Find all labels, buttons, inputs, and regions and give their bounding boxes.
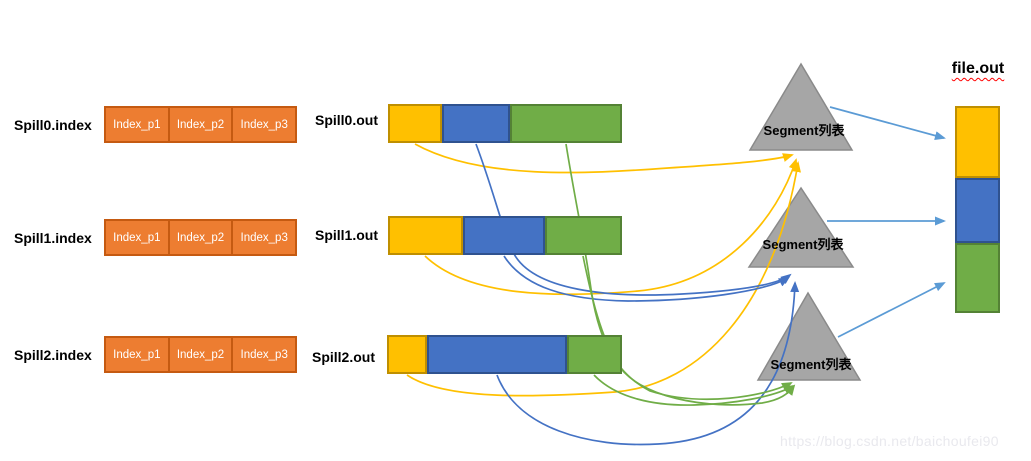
spill0-out-label: Spill0.out xyxy=(315,112,378,128)
index-cell-p1: Index_p1 xyxy=(113,348,161,361)
spill2-p1-curve xyxy=(406,161,801,397)
index-cell-p3: Index_p3 xyxy=(231,338,295,371)
spill1-out-bar xyxy=(388,216,622,255)
partition2-segment xyxy=(427,335,567,374)
file-out-partition2 xyxy=(955,178,1000,243)
spill2-index-label: Spill2.index xyxy=(14,347,92,363)
spill2-index-box: Index_p1 Index_p2 Index_p3 xyxy=(104,336,297,373)
merge-arrow-1 xyxy=(829,106,946,140)
segment-list-triangle-3 xyxy=(756,291,862,381)
spill0-index-box: Index_p1 Index_p2 Index_p3 xyxy=(104,106,297,143)
file-out-partition1 xyxy=(955,106,1000,178)
file-out-column xyxy=(955,106,1000,313)
spill1-out-label: Spill1.out xyxy=(315,227,378,243)
index-cell-p2: Index_p2 xyxy=(167,338,232,371)
spill2-out-bar xyxy=(387,335,622,374)
spill0-p1-curve xyxy=(414,143,794,174)
partition1-segment xyxy=(387,335,427,374)
file-out-label: file.out xyxy=(951,60,1005,77)
merge-arrow-3 xyxy=(837,282,946,338)
index-cell-p2: Index_p2 xyxy=(167,221,232,254)
spill1-p3-curve xyxy=(582,255,796,406)
partition3-segment xyxy=(567,335,622,374)
spill0-index-label: Spill0.index xyxy=(14,117,92,133)
index-cell-p3: Index_p3 xyxy=(231,221,295,254)
partition3-segment xyxy=(545,216,622,255)
segment-list-triangle-1 xyxy=(748,62,854,151)
file-out-partition3 xyxy=(955,243,1000,313)
segment-list-triangle-2 xyxy=(747,186,855,268)
partition1-segment xyxy=(388,216,463,255)
partition1-segment xyxy=(388,104,442,143)
partition3-segment xyxy=(510,104,622,143)
spill0-out-bar xyxy=(388,104,622,143)
spill2-p3-curve xyxy=(593,374,795,406)
segment-list-1-label: Segment列表 xyxy=(763,123,845,138)
partition2-segment xyxy=(442,104,510,143)
index-cell-p1: Index_p1 xyxy=(113,118,161,131)
spill1-p2-curve xyxy=(503,255,790,302)
spill1-index-label: Spill1.index xyxy=(14,230,92,246)
segment-list-2-label: Segment列表 xyxy=(762,237,844,252)
index-cell-p2: Index_p2 xyxy=(167,108,232,141)
index-cell-p3: Index_p3 xyxy=(231,108,295,141)
watermark: https://blog.csdn.net/baichoufei90 xyxy=(780,433,999,449)
spill0-p2-curve xyxy=(475,143,792,296)
segment-list-3-label: Segment列表 xyxy=(770,357,852,372)
spill1-p1-curve xyxy=(424,158,798,296)
index-cell-p1: Index_p1 xyxy=(113,231,161,244)
spill1-index-box: Index_p1 Index_p2 Index_p3 xyxy=(104,219,297,256)
partition2-segment xyxy=(463,216,545,255)
spill2-p2-curve xyxy=(496,281,800,446)
spill2-out-label: Spill2.out xyxy=(312,349,375,365)
